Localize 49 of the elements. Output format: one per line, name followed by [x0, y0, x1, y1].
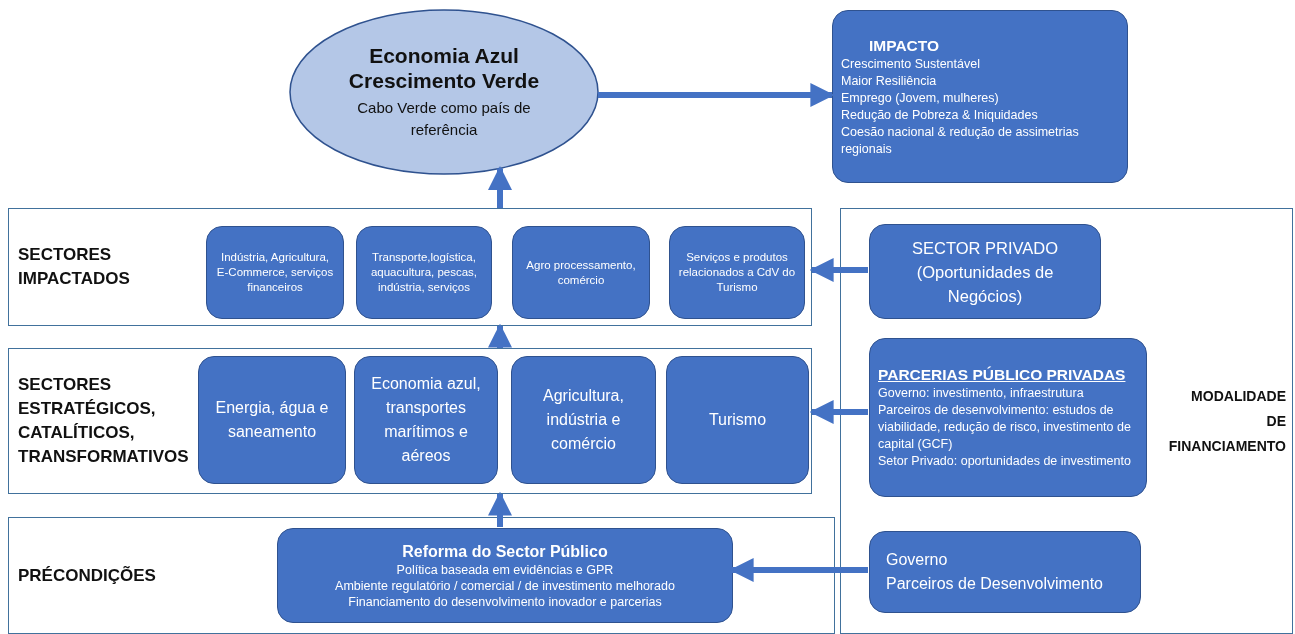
process-box	[869, 338, 1147, 497]
process-box	[354, 356, 498, 484]
node-text: SECTOR PRIVADO (Oportunidades de Negócios)	[910, 237, 1060, 307]
band-label: SECTORES IMPACTADOS	[18, 244, 131, 290]
process-box	[869, 224, 1101, 319]
process-box	[869, 531, 1141, 613]
process-box	[512, 226, 650, 319]
node-text: Parceiros de Desenvolvimento	[885, 574, 1103, 594]
node-text: Maior Resiliência	[841, 72, 937, 90]
band-panel	[8, 208, 812, 326]
node-text: Parceiros de desenvolvimento: estudos de viabilidade, redução de risco, investimento de capital (GCF)	[878, 402, 1132, 453]
node-text: Financiamento do desenvolvimento inovador e parcerias	[348, 594, 662, 610]
process-box	[356, 226, 492, 319]
node-text: Política baseada em evidências e GPR	[396, 562, 614, 578]
node-heading: IMPACTO	[868, 35, 940, 56]
node-text: Agricultura, indústria e comércio	[542, 386, 625, 454]
arrow	[488, 166, 512, 208]
node-heading: Governo	[885, 550, 948, 570]
process-box	[511, 356, 656, 484]
process-box	[666, 356, 809, 484]
node-text: Ambiente regulatório / comercial / de investimento melhorado	[335, 578, 675, 594]
band-label: SECTORES ESTRATÉGICOS, CATALÍTICOS, TRANSFORMATIVOS	[18, 374, 190, 468]
node-text: Redução de Pobreza & Iniquidades	[841, 106, 1038, 124]
process-box	[669, 226, 805, 319]
node-text: Setor Privado: oportunidades de investimento	[878, 453, 1131, 470]
node-heading: PARCERIAS PÚBLICO PRIVADAS	[878, 365, 1126, 385]
band-label: MODALIDADE DE FINANCIAMENTO	[1168, 387, 1286, 456]
band-label: PRÉCONDIÇÕES	[18, 564, 157, 587]
node-text: Coesão nacional & redução de assimetrias regionais	[841, 123, 1080, 158]
band-panel	[8, 517, 835, 634]
process-box	[277, 528, 733, 623]
process-box	[832, 10, 1128, 183]
node-text: Transporte,logística, aquacultura, pescas, indústria, serviços	[369, 250, 479, 295]
band-panel	[8, 348, 812, 494]
node-text: Economia azul, transportes marítimos e aéreos	[370, 374, 482, 466]
node-text: Cabo Verde como país de referência	[356, 98, 532, 140]
node-heading: Reforma do Sector Público	[402, 542, 608, 562]
node-text: Emprego (Jovem, mulheres)	[841, 89, 999, 107]
band-panel	[840, 208, 1293, 634]
node-heading: Economia Azul Crescimento Verde	[347, 43, 541, 93]
node-text: Governo: investimento, infraestrutura	[878, 385, 1084, 402]
node-text: Serviços e produtos relacionados a CdV do Turismo	[678, 250, 796, 295]
process-box	[206, 226, 344, 319]
node-text: Agro processamento, comércio	[525, 257, 637, 288]
node-text: Energia, água e saneamento	[214, 398, 330, 442]
node-text: Crescimento Sustentável	[841, 55, 980, 73]
node-text: Turismo	[708, 410, 767, 430]
node-text: Indústria, Agricultura, E-Commerce, serviços financeiros	[215, 250, 335, 295]
process-box	[198, 356, 346, 484]
